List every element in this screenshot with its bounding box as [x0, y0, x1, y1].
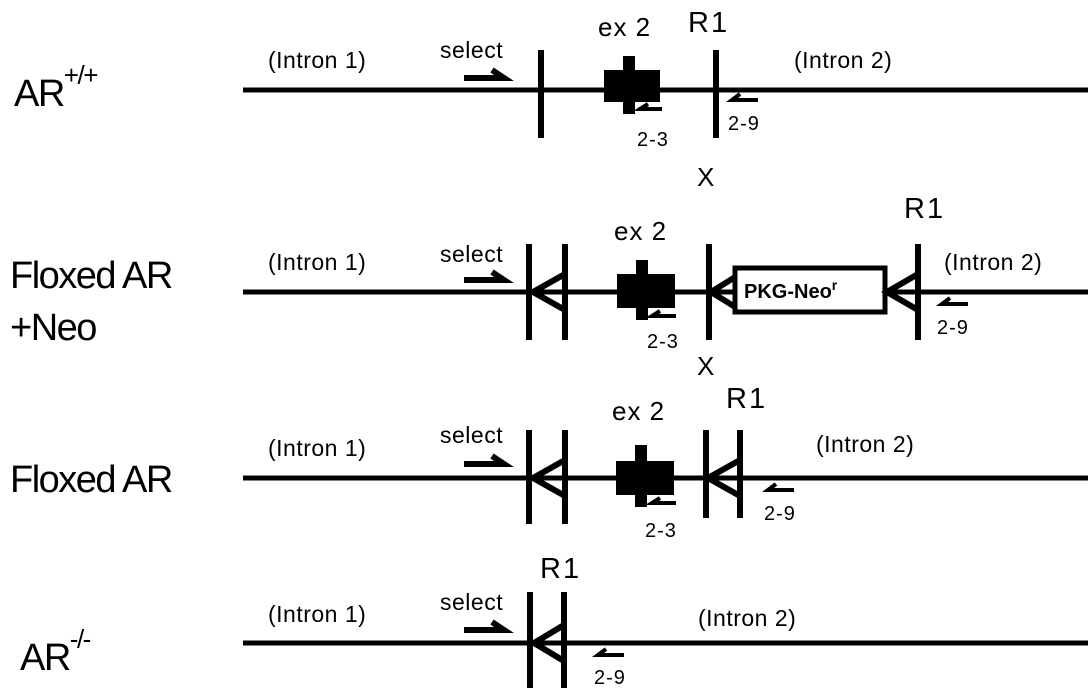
intron1-label: (Intron 1) [268, 249, 366, 275]
row-floxed: Floxed AR (Intron 1) select ex 2 2-3 R1 … [10, 383, 1088, 542]
row-wild-type: AR+/+ (Intron 1) select ex 2 R1 (Intron … [14, 7, 1088, 151]
primer-2-9-label: 2-9 [728, 113, 760, 135]
row-floxed-neo: Floxed AR +Neo (Intron 1) select ex 2 2-… [10, 193, 1088, 353]
row-label-floxed: Floxed AR [10, 459, 172, 501]
cross-symbol: X [697, 162, 714, 192]
primer-2-9-label: 2-9 [594, 667, 626, 688]
pkg-neo-cassette-label: PKG-Neor [744, 277, 838, 303]
primer-2-9-arrow [762, 482, 794, 492]
exon-label: ex 2 [614, 216, 667, 246]
loxp-site-1 [526, 244, 568, 340]
select-label: select [440, 422, 503, 448]
cross-symbol: X [697, 351, 714, 381]
r1-label: R1 [540, 553, 581, 585]
row-label-neo-line1: Floxed AR [10, 255, 172, 297]
r1-label: R1 [904, 193, 945, 225]
row-label-neo-line2: +Neo [10, 307, 96, 349]
primer-2-9-label: 2-9 [937, 317, 969, 339]
select-primer-arrow [464, 619, 514, 633]
primer-2-9-label: 2-9 [764, 503, 796, 525]
loxp-site-3 [881, 244, 921, 340]
r1-label: R1 [726, 383, 767, 415]
primer-2-3-arrow [645, 496, 676, 505]
primer-2-9-arrow [726, 92, 758, 102]
intron2-label: (Intron 2) [944, 249, 1042, 275]
exon-label: ex 2 [612, 396, 665, 426]
select-primer-arrow [464, 453, 514, 467]
primer-2-9-arrow [936, 296, 968, 306]
row-knockout: AR-/- (Intron 1) select R1 (Intron 2) 2-… [20, 553, 1088, 688]
row-label-ko: AR-/- [20, 624, 91, 679]
primer-2-3-arrow [645, 309, 676, 318]
primer-2-9-arrow [592, 647, 624, 657]
exon-2-stem [635, 445, 647, 507]
row-label-wt: AR+/+ [14, 60, 97, 115]
primer-2-3-label: 2-3 [647, 331, 679, 353]
select-label: select [440, 241, 503, 267]
primer-2-3-arrow [633, 102, 662, 111]
intron2-label: (Intron 2) [816, 431, 914, 457]
primer-2-3-label: 2-3 [645, 520, 677, 542]
primer-2-3-label: 2-3 [637, 129, 669, 151]
pkg-neo-cassette-box [732, 265, 888, 315]
loxp-site-1 [527, 592, 567, 688]
intron1-label: (Intron 1) [268, 601, 366, 627]
intron1-label: (Intron 1) [268, 47, 366, 73]
select-label: select [440, 589, 503, 615]
intron2-label: (Intron 2) [794, 47, 892, 73]
loxp-site-2 [705, 244, 742, 340]
loxp-site-2 [701, 430, 743, 518]
loxp-site-1 [526, 430, 568, 524]
exon-label: ex 2 [598, 12, 651, 42]
intron1-label: (Intron 1) [268, 435, 366, 461]
select-primer-arrow [464, 67, 514, 81]
select-label: select [440, 37, 503, 63]
exon-2-stem [623, 56, 635, 114]
intron2-label: (Intron 2) [698, 605, 796, 631]
r1-label: R1 [688, 7, 729, 39]
exon-2-stem [636, 260, 648, 320]
select-primer-arrow [464, 269, 514, 283]
